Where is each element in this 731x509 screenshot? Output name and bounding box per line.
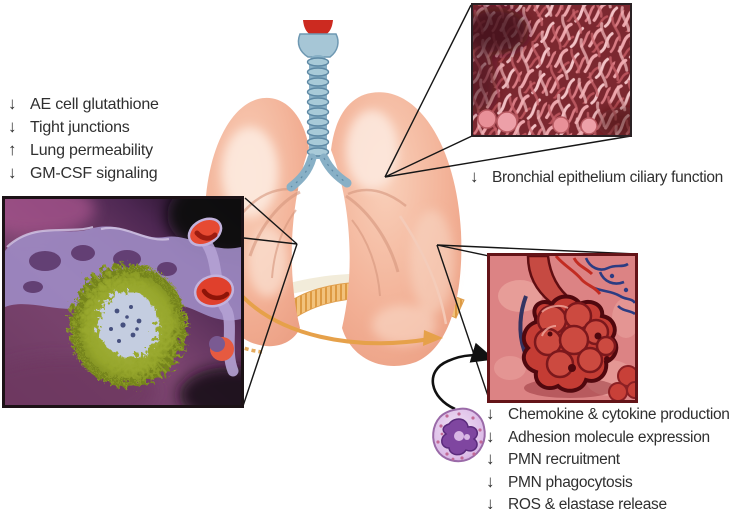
annotation-label: Tight junctions bbox=[30, 119, 130, 136]
larynx bbox=[303, 20, 333, 37]
annotation-label: Bronchial epithelium ciliary function bbox=[492, 169, 723, 186]
down-arrow-icon: ↓ bbox=[470, 167, 479, 186]
annotation-line: ↓ Tight junctions bbox=[8, 116, 159, 139]
annotation-right: ↓ Bronchial epithelium ciliary function bbox=[470, 166, 723, 189]
annotation-label: Lung permeability bbox=[30, 142, 153, 159]
annotation-line: ↓ PMN phagocytosis bbox=[486, 471, 730, 494]
down-arrow-icon: ↓ bbox=[486, 426, 495, 446]
annotation-label: PMN recruitment bbox=[508, 451, 620, 468]
annotation-line: ↓ ROS & elastase release bbox=[486, 493, 730, 509]
annotation-label: PMN phagocytosis bbox=[508, 473, 633, 491]
annotation-line: ↓ Adhesion molecule expression bbox=[486, 426, 730, 449]
annotation-label: GM-CSF signaling bbox=[30, 165, 158, 182]
annotation-line: ↓ PMN recruitment bbox=[486, 448, 730, 471]
annotation-line: ↓ GM-CSF signaling bbox=[8, 162, 159, 185]
left-bronchus bbox=[286, 153, 317, 192]
alveolar-sac bbox=[521, 294, 619, 393]
macrophage-cell bbox=[65, 259, 185, 385]
annotation-label: Chemokine & cytokine production bbox=[508, 406, 730, 423]
red-blood-cells bbox=[187, 217, 235, 361]
annotation-label: ROS & elastase release bbox=[508, 496, 667, 509]
inset-alveolus bbox=[487, 253, 638, 403]
lungs-illustration bbox=[204, 20, 465, 366]
alveolus-art bbox=[490, 256, 635, 400]
pmn-cell bbox=[429, 406, 489, 466]
annotation-line: ↑ Lung permeability bbox=[8, 139, 159, 162]
down-arrow-icon: ↓ bbox=[486, 449, 495, 468]
curved-arrow bbox=[431, 342, 495, 411]
callout-lines-bottom-right-inset bbox=[436, 244, 637, 400]
pmn-granules bbox=[436, 412, 483, 461]
lung-vessels bbox=[239, 187, 407, 297]
cilia-micrograph-art bbox=[473, 5, 630, 135]
callout-lines-left-inset bbox=[242, 197, 298, 407]
down-arrow-icon: ↓ bbox=[8, 94, 17, 113]
annotation-lower-right: ↓ Chemokine & cytokine production ↓ Adhe… bbox=[486, 403, 730, 509]
diaphragm-outline bbox=[212, 295, 443, 354]
pmn-cell-art bbox=[432, 407, 486, 463]
up-arrow-icon: ↑ bbox=[8, 140, 17, 159]
annotation-line: ↓ Bronchial epithelium ciliary function bbox=[470, 166, 723, 189]
callout-lines bbox=[242, 4, 637, 407]
inset-bronchial-cilia bbox=[471, 3, 632, 137]
down-arrow-icon: ↓ bbox=[8, 117, 17, 136]
annotation-line: ↓ AE cell glutathione bbox=[8, 93, 159, 116]
down-arrow-icon: ↓ bbox=[486, 404, 495, 423]
annotation-line: ↓ Chemokine & cytokine production bbox=[486, 403, 730, 426]
annotation-label: Adhesion molecule expression bbox=[508, 428, 710, 446]
annotation-label: AE cell glutathione bbox=[30, 96, 159, 113]
lung-fissure bbox=[398, 215, 448, 325]
annotation-upper-left: ↓ AE cell glutathione ↓ Tight junctions … bbox=[8, 93, 159, 185]
down-arrow-icon: ↓ bbox=[486, 494, 495, 509]
down-arrow-icon: ↓ bbox=[8, 163, 17, 182]
inset-alveolar-macrophage bbox=[2, 196, 244, 408]
lung-highlights bbox=[222, 110, 454, 345]
distal-alveoli bbox=[608, 365, 635, 400]
right-bronchus bbox=[319, 153, 352, 188]
down-arrow-icon: ↓ bbox=[486, 471, 495, 491]
callout-lines-top-right-inset bbox=[384, 4, 632, 178]
trachea bbox=[286, 20, 352, 192]
cilia-basal-cells bbox=[477, 109, 598, 135]
sem-micrograph-art bbox=[5, 199, 241, 405]
